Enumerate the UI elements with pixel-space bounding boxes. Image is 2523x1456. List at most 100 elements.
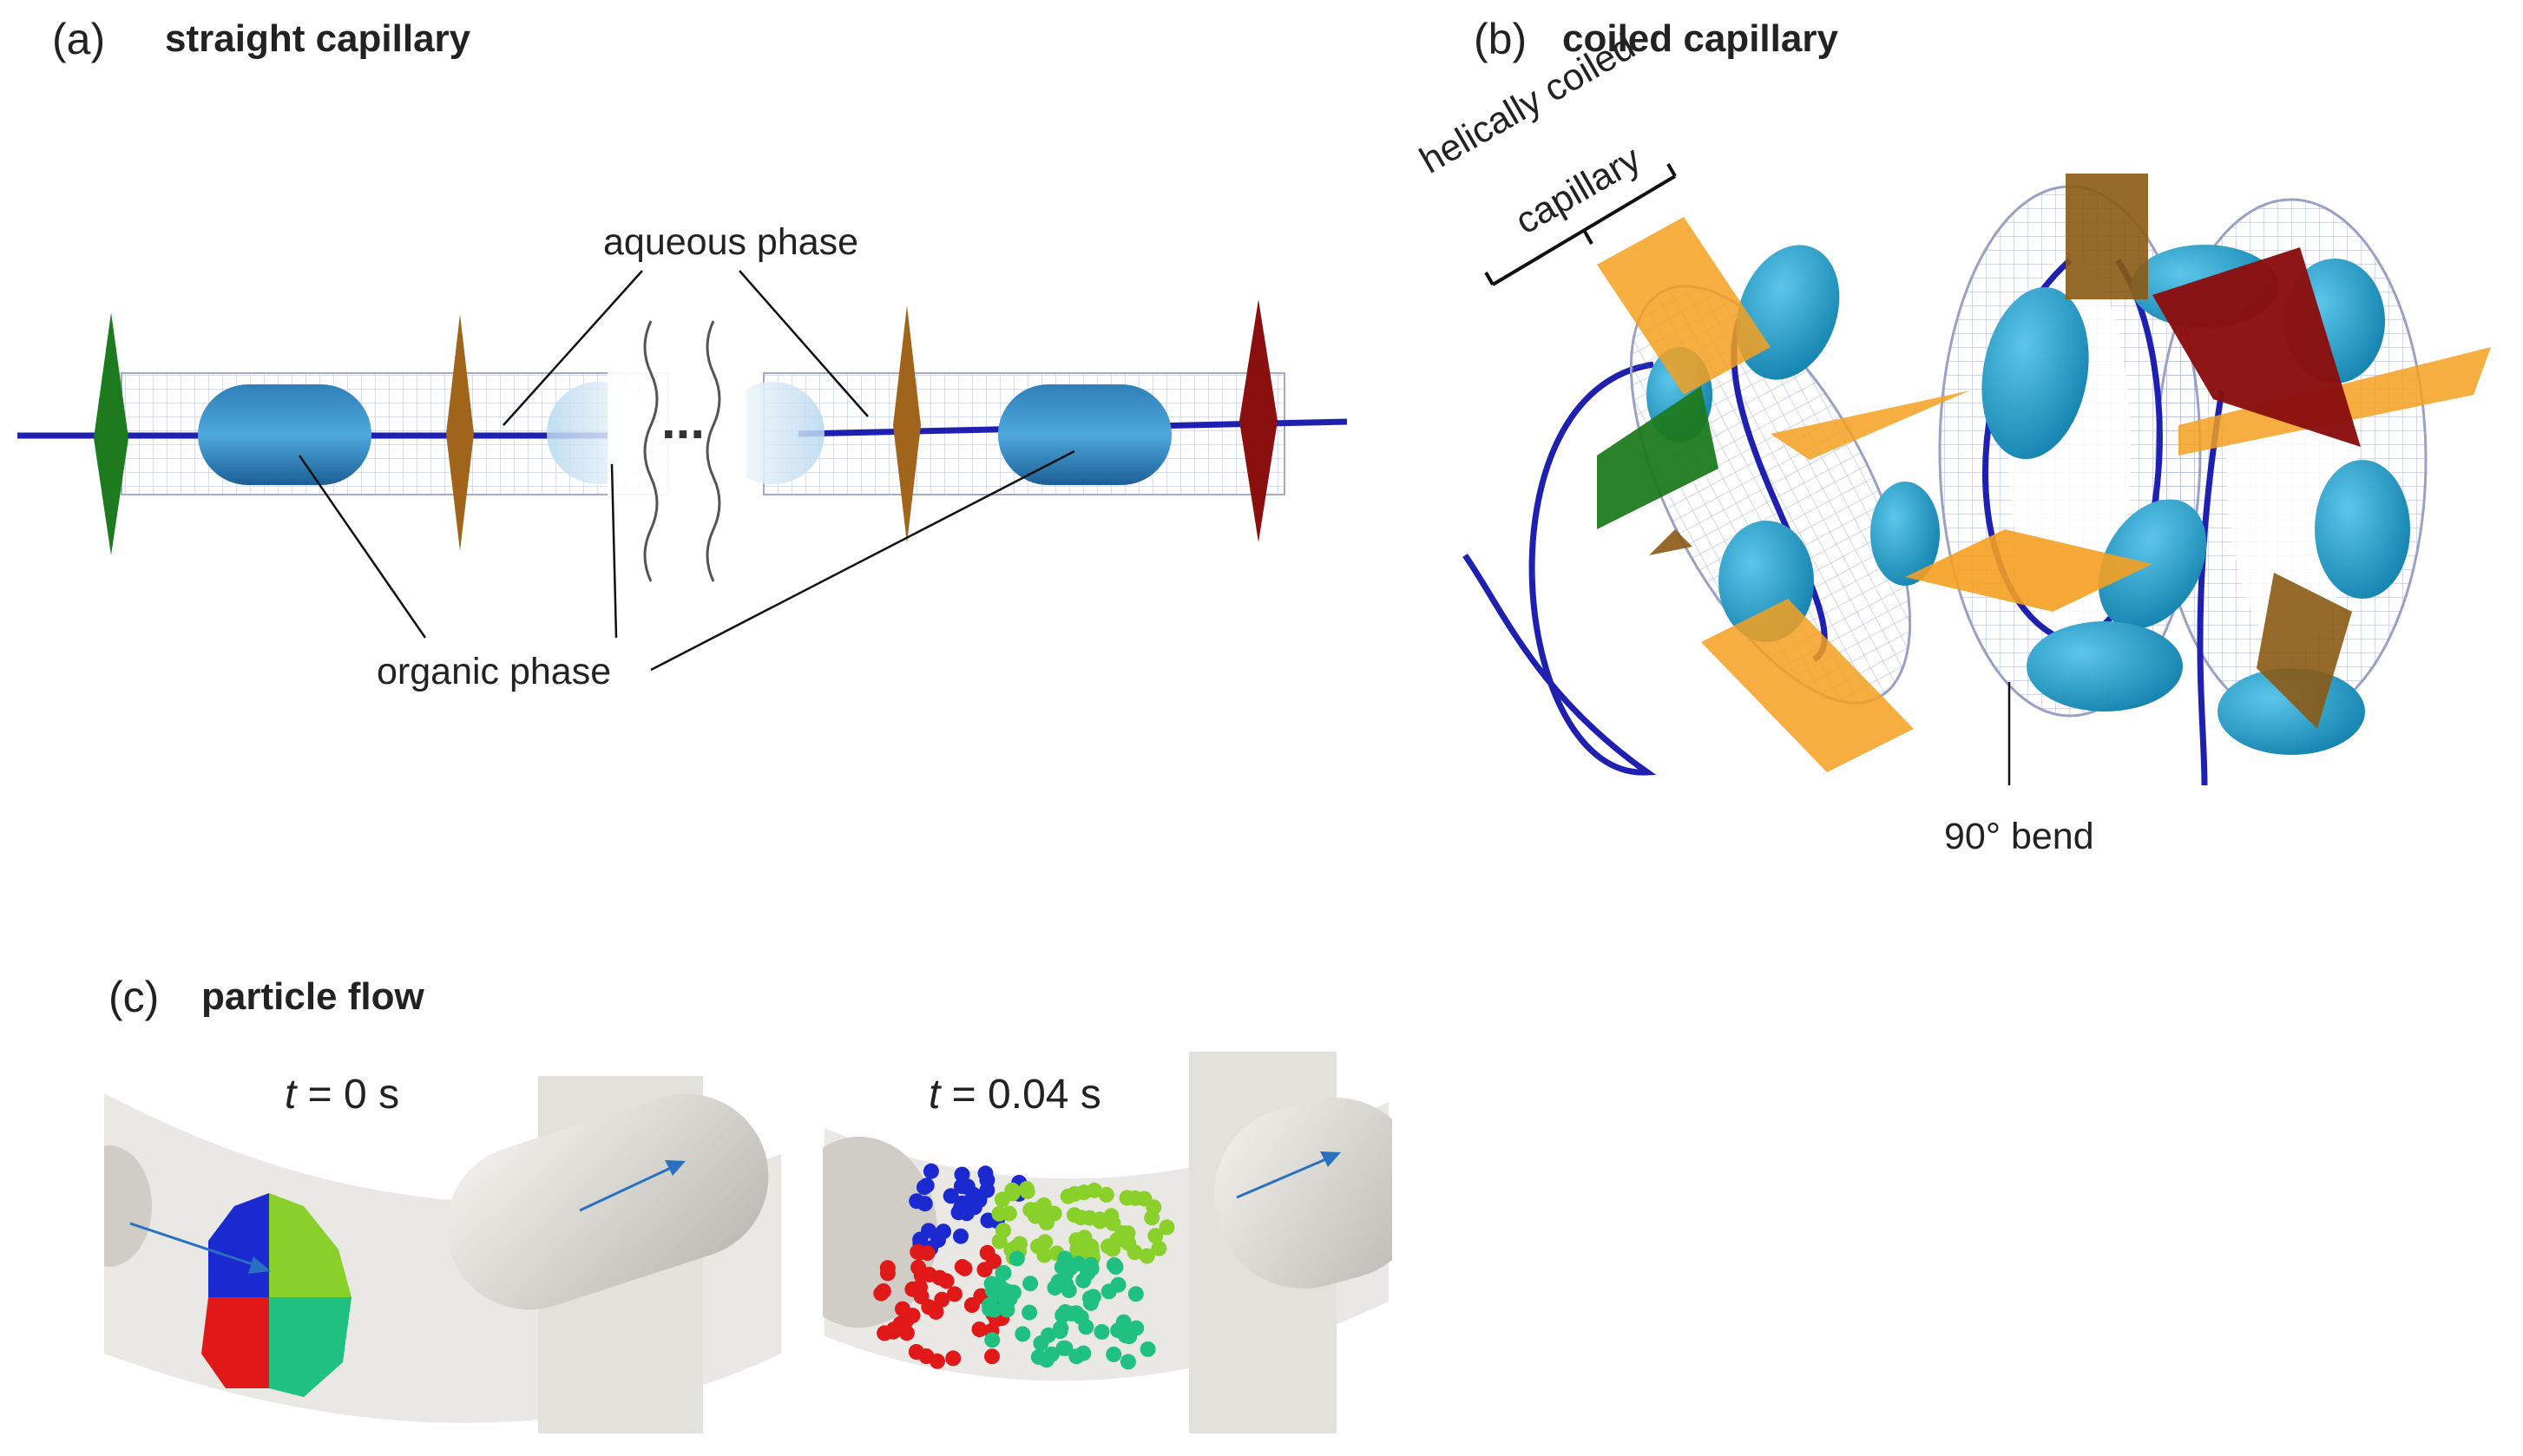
organic-droplet-1 xyxy=(198,384,371,485)
particle xyxy=(879,1265,896,1282)
panel-b-coiled-capillary xyxy=(1462,163,2491,786)
slug-left-2 xyxy=(823,1137,937,1328)
particle xyxy=(998,1297,1015,1314)
particle xyxy=(1159,1219,1175,1236)
particle xyxy=(938,1273,955,1289)
particle xyxy=(928,1303,944,1320)
label-90-bend: 90° bend xyxy=(1944,816,2094,857)
particle xyxy=(1082,1295,1099,1311)
particle-cluster-1 xyxy=(201,1193,352,1397)
particle xyxy=(1076,1230,1093,1246)
particle xyxy=(1078,1319,1094,1335)
time-label-1: t = 0 s xyxy=(285,1072,400,1118)
particle xyxy=(1009,1250,1025,1267)
particle xyxy=(1127,1190,1144,1206)
particle xyxy=(1052,1323,1068,1340)
particle xyxy=(1094,1323,1110,1340)
particle xyxy=(1103,1208,1120,1224)
panel-b-letter: (b) xyxy=(1474,15,1528,63)
probe-plane-3 xyxy=(1905,529,2152,612)
particle xyxy=(1120,1235,1137,1251)
centerline-tail xyxy=(1462,361,1657,776)
panel-c-title: particle flow xyxy=(201,975,424,1018)
panel-a-letter: (a) xyxy=(52,15,106,63)
probe-plane-1 xyxy=(1597,217,1771,395)
particle xyxy=(1022,1304,1038,1321)
particle xyxy=(1080,1265,1096,1282)
break-mark-icon xyxy=(643,320,659,582)
panel-a-title: straight capillary xyxy=(165,17,471,60)
particle xyxy=(1110,1322,1127,1339)
particle xyxy=(995,1223,1011,1238)
particle xyxy=(1030,1348,1047,1365)
particle xyxy=(1144,1210,1160,1226)
particle xyxy=(909,1193,925,1210)
particle xyxy=(984,1348,1000,1365)
label-aqueous-phase: aqueous phase xyxy=(603,221,859,263)
ellipsis-mark: ... xyxy=(661,391,706,449)
particle xyxy=(979,1244,995,1261)
particle xyxy=(1047,1280,1063,1296)
particle xyxy=(1057,1250,1074,1267)
particle xyxy=(1101,1283,1117,1300)
particle xyxy=(910,1259,927,1276)
particle xyxy=(946,1286,963,1302)
particle xyxy=(919,1245,936,1262)
particle xyxy=(1022,1276,1039,1292)
particle xyxy=(1030,1238,1046,1255)
particle xyxy=(918,1348,935,1364)
particle xyxy=(956,1260,973,1276)
particle xyxy=(971,1322,988,1337)
particle xyxy=(945,1350,962,1367)
particle xyxy=(1101,1238,1116,1255)
particle xyxy=(1128,1320,1145,1336)
particle xyxy=(1081,1210,1098,1226)
particle xyxy=(956,1178,973,1195)
slug-left-1 xyxy=(104,1145,152,1267)
particle xyxy=(934,1291,950,1308)
particle xyxy=(1127,1286,1144,1302)
intermediate-plane-coiled-2 xyxy=(2257,573,2352,729)
leader-lines-a xyxy=(298,270,1075,672)
inlet-plane xyxy=(94,312,128,555)
particle xyxy=(1001,1205,1017,1222)
intermediate-plane-1 xyxy=(446,314,474,551)
inlet-plane-coiled xyxy=(1597,386,1718,529)
outlet-plane-coiled xyxy=(2152,247,2361,447)
particle xyxy=(954,1166,970,1183)
intermediate-plane-coiled-3 xyxy=(1649,529,1692,555)
particle xyxy=(1018,1181,1035,1197)
particle xyxy=(1139,1248,1155,1264)
particle xyxy=(898,1325,915,1341)
particle xyxy=(971,1192,988,1209)
particle xyxy=(953,1228,969,1244)
particle xyxy=(943,1188,959,1204)
particle xyxy=(986,1302,1002,1318)
panel-c-snapshot-1 xyxy=(104,1069,798,1433)
particle xyxy=(1120,1354,1136,1370)
flow-direction-arrow-icon xyxy=(1236,1157,1329,1199)
particle xyxy=(885,1322,902,1338)
particle xyxy=(1067,1186,1083,1202)
flow-direction-arrow-icon xyxy=(579,1165,673,1212)
intermediate-plane-coiled-1 xyxy=(2066,174,2148,299)
probe-plane-2 xyxy=(1701,599,1914,772)
particle xyxy=(1040,1327,1056,1343)
panel-c-letter: (c) xyxy=(108,973,160,1021)
particle xyxy=(1036,1205,1053,1222)
particle xyxy=(995,1265,1011,1282)
label-organic-phase: organic phase xyxy=(377,651,612,692)
break-mark-icon xyxy=(706,320,721,582)
particle xyxy=(1022,1202,1039,1218)
particle xyxy=(1106,1346,1122,1362)
particle xyxy=(918,1177,935,1194)
particle xyxy=(954,1195,970,1211)
particle xyxy=(904,1308,921,1324)
particle xyxy=(1098,1186,1114,1203)
particle xyxy=(1147,1228,1164,1244)
helical-bracket xyxy=(1484,163,1677,286)
particle xyxy=(923,1163,939,1179)
particle-scatter-2 xyxy=(873,1163,1175,1370)
slug-right-2 xyxy=(1214,1097,1392,1289)
